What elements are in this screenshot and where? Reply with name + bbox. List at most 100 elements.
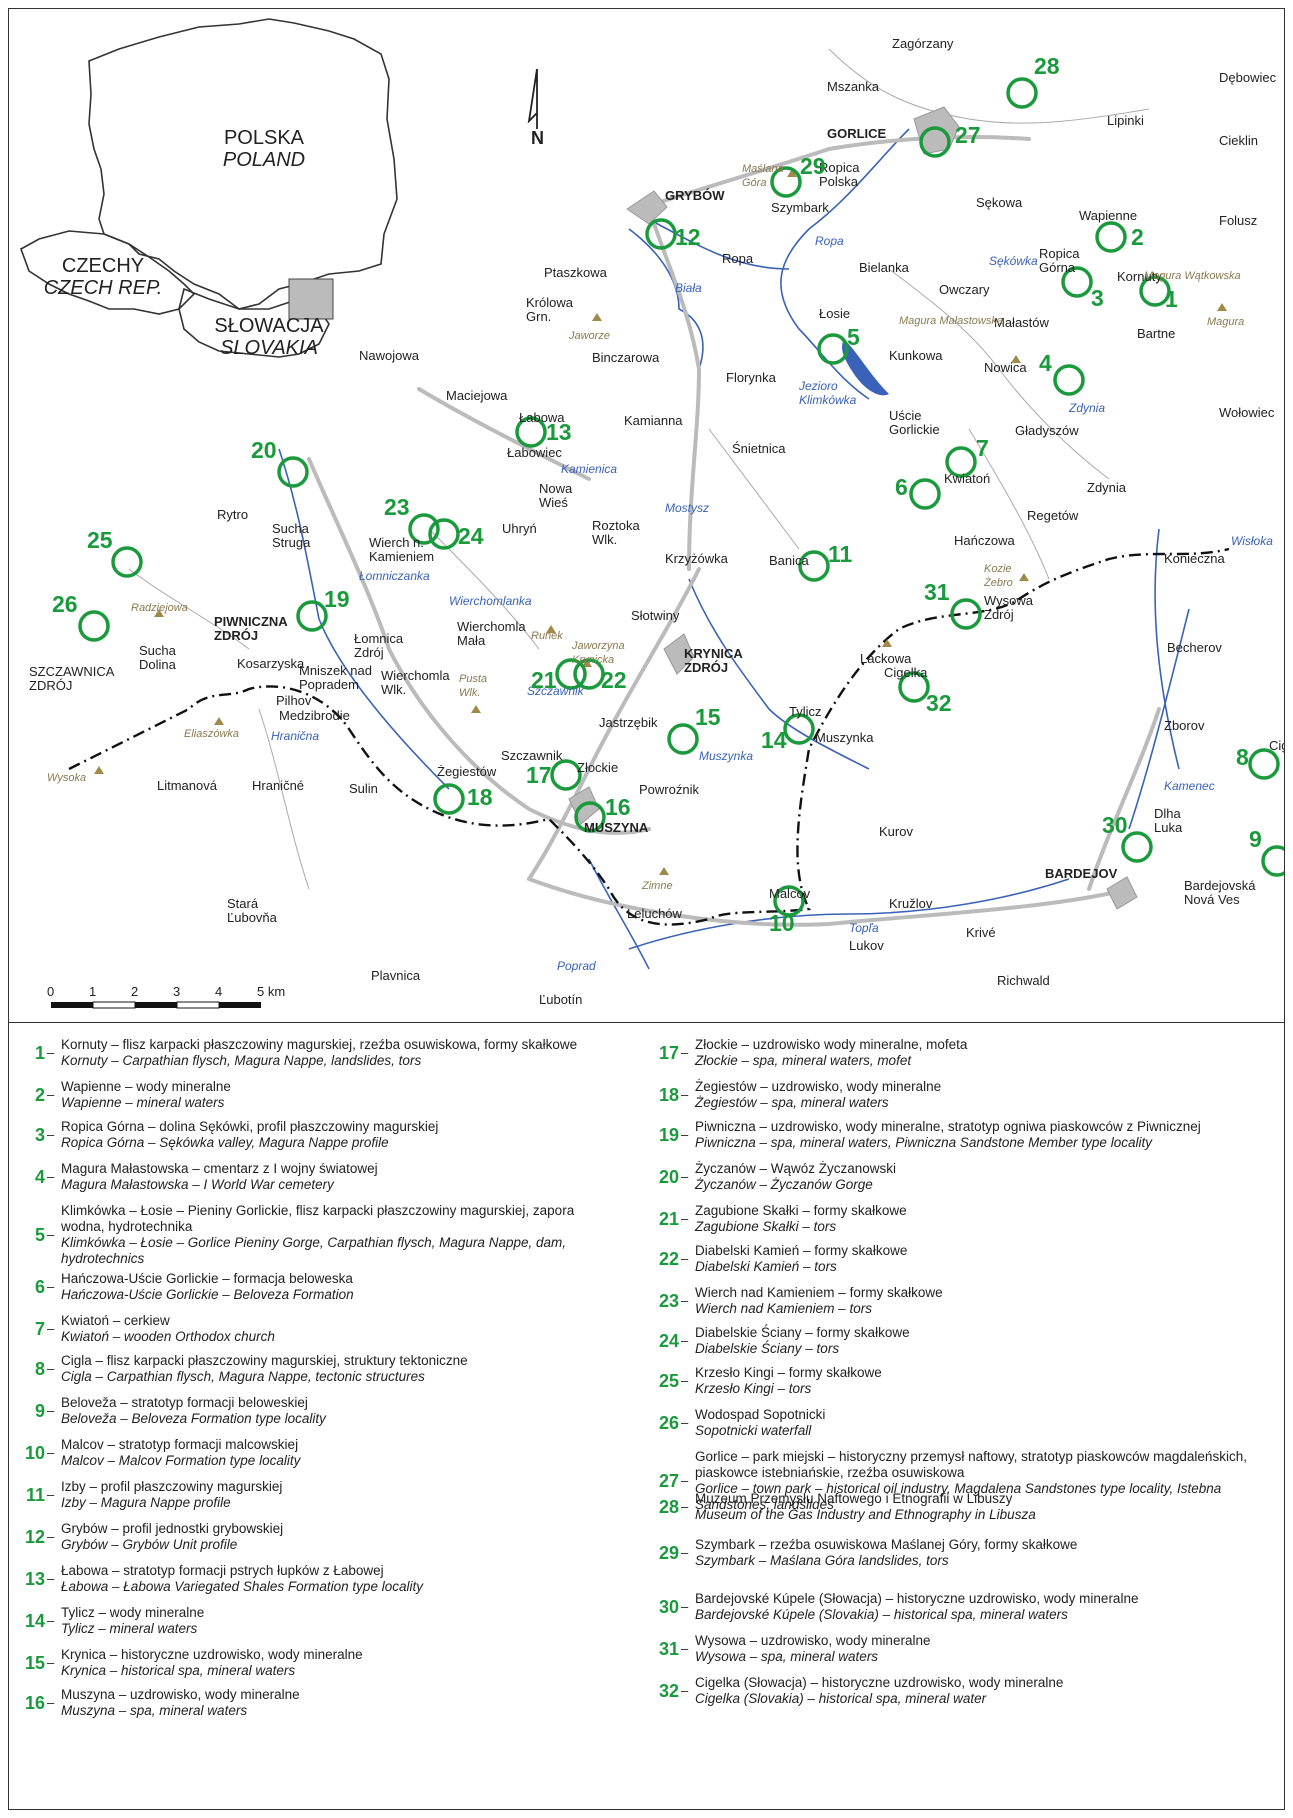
- place-zborov: Zborov: [1164, 718, 1205, 733]
- place-wapienne: Wapienne: [1079, 208, 1138, 223]
- legend-text-pl: Diabelski Kamień – formy skałkowe: [695, 1243, 908, 1258]
- site-number-6: 6: [895, 474, 908, 500]
- place-lubotin: Ľubotín: [539, 992, 583, 1007]
- legend-item-30: 30–Bardejovské Kúpele (Słowacja) – histo…: [649, 1591, 1269, 1623]
- site-circle-24: [428, 518, 460, 550]
- place-rytro: Rytro: [217, 507, 249, 522]
- legend-dash: –: [47, 1695, 55, 1710]
- inset-label-poland: POLSKA POLAND: [209, 127, 319, 171]
- legend-number: 9: [34, 1401, 45, 1421]
- legend-text-en: Beloveža – Beloveza Formation type local…: [61, 1411, 326, 1426]
- legend-number: 25: [658, 1371, 679, 1391]
- place-labowa: Łabowa: [519, 410, 565, 425]
- legend-text-pl: Wodospad Sopotnicki: [695, 1407, 826, 1422]
- place-kunkowa: Kunkowa: [889, 348, 943, 363]
- legend-number: 27: [658, 1471, 679, 1491]
- town-gorlice: GORLICE: [827, 126, 887, 141]
- map-panel: POLSKA POLAND CZECHY CZECH REP. SŁOWACJA…: [9, 9, 1284, 1023]
- legend-number: 1: [34, 1043, 45, 1063]
- czech-en: CZECH REP.: [43, 277, 163, 299]
- legend-text-pl: Szymbark – rzeźba osuwiskowa Maślanej Gó…: [695, 1537, 1078, 1552]
- river-mostysz: Mostysz: [665, 501, 710, 515]
- legend-number: 18: [658, 1085, 679, 1105]
- place-wierch: Wierch n.Kamieniem: [369, 535, 435, 564]
- place-gladyszow: Gładyszów: [1015, 423, 1079, 438]
- legend-item-15: 15–Krynica – historyczne uzdrowisko, wod…: [15, 1647, 615, 1679]
- legend-text-pl: Wapienne – wody mineralne: [61, 1079, 231, 1094]
- legend-number: 12: [24, 1527, 45, 1547]
- town-areas: [568, 106, 1138, 910]
- legend-number: 31: [658, 1639, 679, 1659]
- scale-tick-label: 5 km: [257, 984, 286, 999]
- legend-text-pl: Gorlice – park miejski – historyczny prz…: [695, 1449, 1247, 1480]
- site-circle-32: [898, 671, 930, 703]
- place-zdynia: Zdynia: [1087, 480, 1127, 495]
- legend-item-18: 18–Żegiestów – uzdrowisko, wody mineraln…: [649, 1079, 1269, 1111]
- legend-text-en: Malcov – Malcov Formation type locality: [61, 1453, 301, 1468]
- legend-dash: –: [47, 1487, 55, 1502]
- place-kamianna: Kamianna: [624, 413, 683, 428]
- ital-runek: Runek: [531, 630, 563, 642]
- legend-dash: –: [681, 1293, 689, 1308]
- legend-dash: –: [681, 1169, 689, 1184]
- scale-tick-label: 2: [131, 984, 139, 999]
- ital-radziejowa: Radziejowa: [131, 602, 188, 614]
- legend-number: 23: [658, 1291, 679, 1311]
- river-sekowka: Sękówka: [989, 254, 1038, 268]
- site-circle-3: [1061, 266, 1093, 298]
- legend-text-en: Diabelskie Ściany – tors: [695, 1341, 840, 1356]
- legend-dash: –: [681, 1599, 689, 1614]
- place-kosarzyska: Kosarzyska: [237, 656, 305, 671]
- legend-text-en: Diabelski Kamień – tors: [695, 1259, 837, 1274]
- site-circle-27: [919, 126, 951, 158]
- ital-magura_malastowska: Magura Małastowska: [899, 315, 1003, 327]
- legend-text-pl: Hańczowa-Uście Gorlickie – formacja belo…: [61, 1271, 353, 1286]
- site-circle-14: [783, 713, 815, 745]
- site-number-2: 2: [1131, 224, 1144, 250]
- ital-jaworze: Jaworze: [569, 330, 610, 342]
- legend-item-10: 10–Malcov – stratotyp formacji malcowski…: [15, 1437, 615, 1469]
- site-number-24: 24: [458, 523, 484, 549]
- legend-number: 4: [34, 1167, 45, 1187]
- place-krzyzowka: Krzyżówka: [665, 551, 728, 566]
- legend-item-19: 19–Piwniczna – uzdrowisko, wody mineraln…: [649, 1119, 1269, 1151]
- legend-dash: –: [681, 1415, 689, 1430]
- scale-bar: [51, 1001, 261, 1009]
- site-circle-10: [773, 885, 805, 917]
- place-florynka: Florynka: [726, 370, 776, 385]
- state-border: [68, 547, 1230, 926]
- inset-label-slovakia: SŁOWACJA SLOVAKIA: [209, 315, 329, 359]
- legend-number: 19: [658, 1125, 679, 1145]
- legend: 1–Kornuty – flisz karpacki płaszczowiny …: [9, 1023, 1284, 1810]
- legend-text-en: Hańczowa-Uście Gorlickie – Beloveza Form…: [61, 1287, 354, 1302]
- site-circle-19: [296, 600, 328, 632]
- town-grybow: GRYBÓW: [665, 188, 725, 203]
- place-richwald: Richwald: [997, 973, 1050, 988]
- legend-text-pl: Krzesło Kingi – formy skałkowe: [695, 1365, 882, 1380]
- site-number-21: 21: [531, 667, 557, 693]
- ital-zimne: Zimne: [642, 880, 673, 892]
- legend-text-en: Sopotnicki waterfall: [695, 1423, 812, 1438]
- place-losie: Łosie: [819, 306, 851, 321]
- place-regetow: Regetów: [1027, 508, 1079, 523]
- site-circle-11: [798, 550, 830, 582]
- slovakia-en: SLOVAKIA: [220, 337, 318, 359]
- site-number-25: 25: [87, 527, 113, 553]
- legend-text-pl: Malcov – stratotyp formacji malcowskiej: [61, 1437, 299, 1452]
- site-circle-18: [433, 783, 465, 815]
- site-circle-6: [909, 478, 941, 510]
- north-arrow: [527, 68, 538, 129]
- legend-item-4: 4–Magura Małastowska – cmentarz z I wojn…: [15, 1161, 615, 1193]
- legend-item-5: 5–Klimkówka – Łosie – Pieniny Gorlickie,…: [15, 1203, 615, 1267]
- lake-klimkowka: [842, 339, 889, 396]
- legend-dash: –: [47, 1169, 55, 1184]
- place-slotwiny: Słotwiny: [631, 608, 680, 623]
